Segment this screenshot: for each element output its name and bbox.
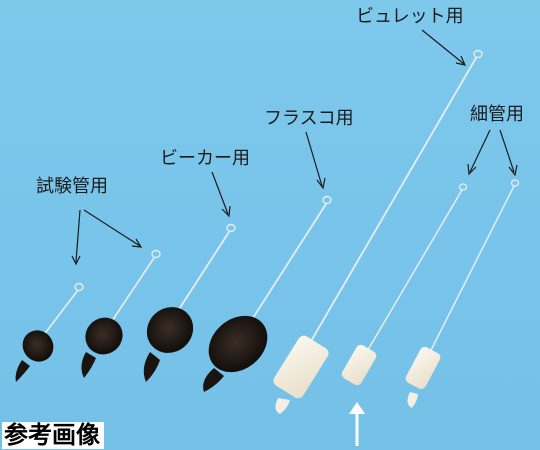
- beaker-brush: [143, 223, 236, 382]
- flask-brush: [203, 195, 332, 392]
- annotation-arrows: [71, 29, 518, 266]
- label-thin-tube: 細管用: [470, 104, 524, 125]
- label-flask: フラスコ用: [264, 108, 354, 129]
- arrow-test-tube-1: [75, 209, 81, 263]
- arrow-flask: [305, 131, 323, 187]
- highlight-arrow: [349, 402, 365, 446]
- test-tube-brush-medium: [81, 249, 161, 378]
- label-burette: ビュレット用: [356, 6, 464, 27]
- arrow-burette: [421, 29, 465, 65]
- arrow-thin-tube-1: [469, 129, 491, 173]
- test-tube-brush-small: [15, 282, 84, 382]
- arrow-test-tube-2: [83, 209, 141, 247]
- arrow-beaker: [211, 171, 229, 215]
- burette-brush: [273, 49, 483, 414]
- reference-image-caption: 参考画像: [2, 422, 104, 449]
- thin-tube-brush-1: [341, 183, 468, 386]
- label-beaker: ビーカー用: [160, 148, 250, 169]
- thin-tube-brush-2: [405, 179, 520, 408]
- label-test-tube: 試験管用: [36, 176, 108, 197]
- arrow-thin-tube-2: [499, 129, 515, 173]
